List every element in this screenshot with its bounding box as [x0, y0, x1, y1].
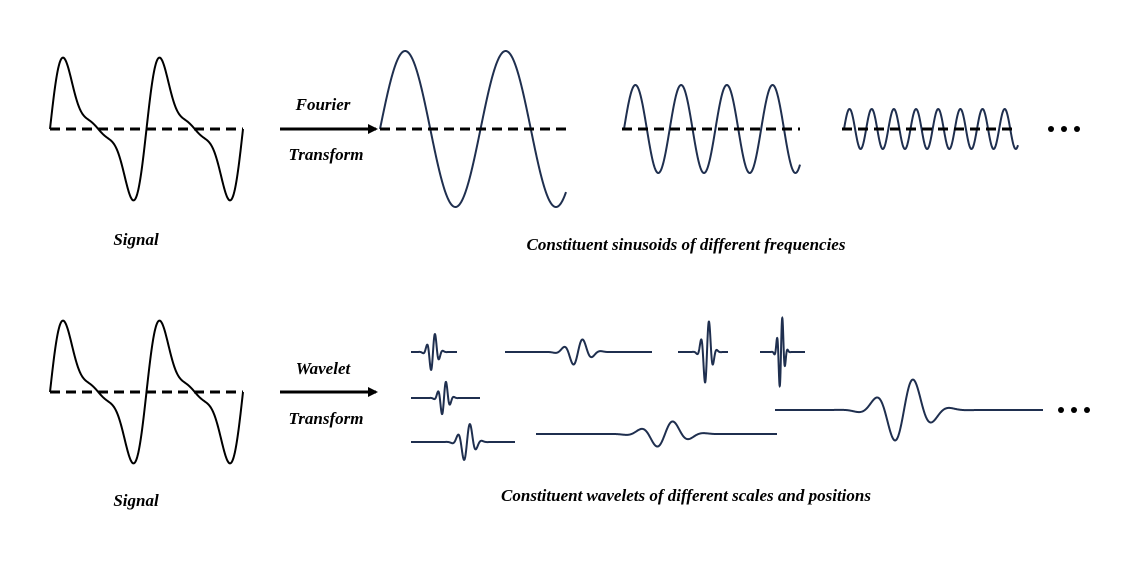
wavelet-component-4 — [760, 315, 805, 389]
wavelet-signal-label: Signal — [113, 491, 159, 510]
wavelet-arrow-label-bottom: Transform — [288, 409, 364, 428]
fourier-signal-label: Signal — [113, 230, 159, 249]
wavelet-component-6 — [411, 423, 515, 461]
wavelet-component-5 — [411, 380, 480, 416]
sinusoid-high-frequency — [843, 107, 1019, 151]
wavelet-component-8 — [775, 378, 1043, 442]
sinusoid-mid-frequency — [623, 83, 801, 175]
wavelet-components-caption: Constituent wavelets of different scales… — [501, 486, 871, 505]
fourier-components-caption: Constituent sinusoids of different frequ… — [526, 235, 846, 254]
fourier-arrow-label-top: Fourier — [295, 95, 351, 114]
fourier-ellipsis-icon — [1048, 126, 1080, 132]
wavelet-row — [49, 315, 1090, 465]
sinusoid-low-frequency — [379, 49, 567, 209]
wavelet-ellipsis-icon — [1058, 407, 1090, 413]
wavelet-component-2 — [505, 338, 652, 366]
fourier-arrow-label-bottom: Transform — [288, 145, 364, 164]
wavelet-component-1 — [411, 333, 457, 372]
wavelet-component-3 — [678, 320, 728, 384]
fourier-row — [49, 49, 1080, 209]
wavelet-arrow-label-top: Wavelet — [295, 359, 351, 378]
wavelet-component-7 — [536, 420, 777, 448]
